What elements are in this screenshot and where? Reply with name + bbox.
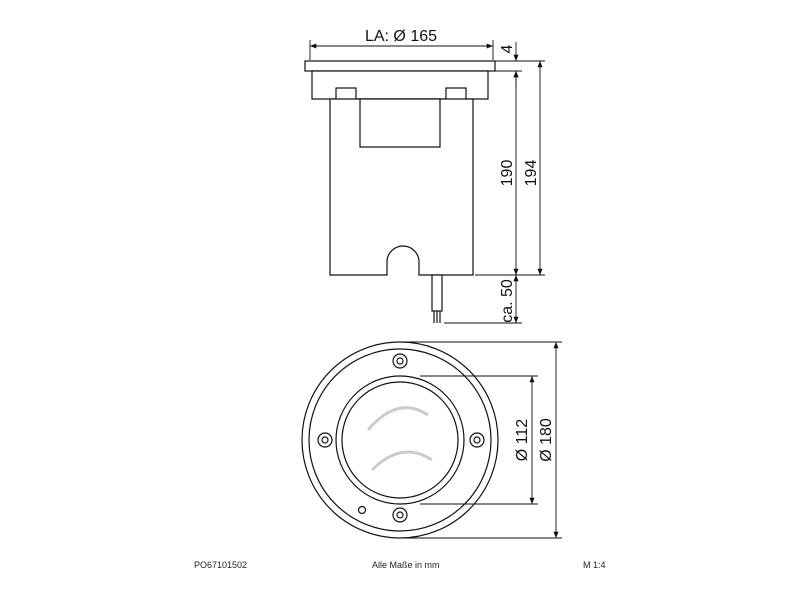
screw-right <box>469 432 485 448</box>
side-dimensions <box>309 40 545 324</box>
side-view <box>304 60 496 323</box>
glass-edge <box>335 375 465 505</box>
unit-note: Alle Maße in mm <box>372 560 440 570</box>
glare-symbol <box>366 406 433 472</box>
inner-block <box>359 98 441 148</box>
top-rim <box>304 60 496 72</box>
inner-diameter-label: Ø 112 <box>514 419 531 462</box>
screw-left <box>317 432 333 448</box>
part-number: PO67101502 <box>194 560 248 570</box>
small-pin <box>357 505 367 515</box>
scale-label: M 1:4 <box>583 560 606 570</box>
screw-top <box>392 353 408 369</box>
outer-ring <box>301 341 499 539</box>
top-dimensions <box>400 341 562 539</box>
outer-ring-inner-edge <box>308 348 492 532</box>
glass-lens <box>341 381 459 499</box>
rim-thickness-label: 4 <box>499 44 516 53</box>
total-height-label: 194 <box>523 160 540 187</box>
top-view <box>301 341 499 539</box>
outer-diameter-label: Ø 180 <box>538 418 555 462</box>
screw-bottom <box>392 507 408 523</box>
cable-length-label: ca. 50 <box>499 279 516 323</box>
la-diameter-label: LA: Ø 165 <box>365 28 437 45</box>
cable <box>431 274 443 312</box>
body-height-label: 190 <box>499 160 516 187</box>
